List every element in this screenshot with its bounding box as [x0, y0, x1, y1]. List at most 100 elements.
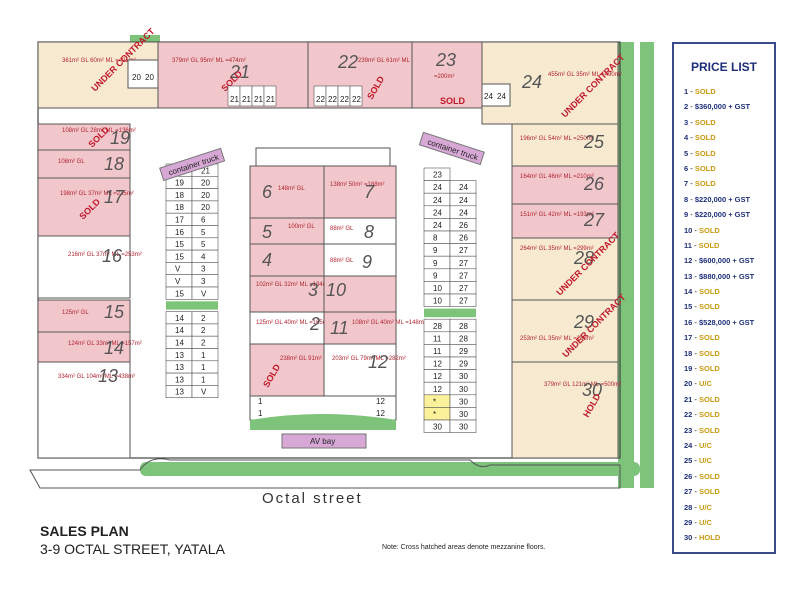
- left-bay-column: 1919181817161515VV1514141413131313212020…: [165, 163, 219, 398]
- car-bay-label: 24: [433, 221, 442, 230]
- unit-27-number: 27: [583, 210, 605, 230]
- av-bay-label: AV bay: [310, 437, 335, 446]
- price-list-item: 7 - SOLD: [684, 179, 716, 189]
- price-list-item: 20 - U/C: [684, 379, 712, 389]
- bay-20a: 20: [132, 73, 141, 82]
- unit-6-area: 148m² GL: [278, 186, 305, 192]
- unit-20-bays: [127, 59, 159, 89]
- landscape-front-strip: [140, 462, 640, 476]
- car-bay-label: 22: [316, 95, 325, 104]
- unit-10-number: 10: [326, 280, 346, 300]
- unit-13[interactable]: [37, 361, 131, 459]
- price-unit-number: 20: [684, 379, 693, 389]
- unit-7[interactable]: [323, 165, 397, 219]
- unit-27[interactable]: [511, 203, 619, 239]
- price-list-item: 4 - SOLD: [684, 133, 716, 143]
- av-bay: [281, 433, 367, 449]
- price-unit-status: SOLD: [694, 117, 716, 127]
- car-bay-label: 6: [201, 216, 206, 225]
- unit-30-number: 30: [582, 380, 602, 400]
- unit-18-area: 108m² GL: [58, 159, 85, 165]
- unit-26-area: 164m² GL 46m² ML =210m²: [520, 174, 594, 180]
- unit-8[interactable]: [323, 217, 397, 245]
- unit-21-number: 21: [229, 62, 250, 82]
- car-bay-label: 23: [433, 171, 442, 180]
- car-bay-label: 30: [459, 385, 468, 394]
- unit-7-number: 7: [364, 182, 375, 202]
- price-unit-number: 14: [684, 287, 693, 297]
- unit-16[interactable]: [37, 235, 131, 299]
- bay-24b: 24: [497, 92, 506, 101]
- container-truck-right-banner: [418, 131, 485, 166]
- unit-5-area: 100m² GL: [288, 224, 315, 230]
- price-unit-status: SOLD: [699, 394, 720, 404]
- price-unit-number: 10: [684, 225, 693, 235]
- unit-30[interactable]: [511, 361, 619, 459]
- price-unit-number: 18: [684, 348, 693, 358]
- street-name: Octal street: [262, 490, 363, 507]
- car-bay-label: V: [175, 265, 181, 274]
- price-list-item: 2 - $360,000 + GST: [684, 102, 751, 112]
- car-bay-label: 5: [201, 228, 206, 237]
- car-bay-label: 12: [433, 372, 442, 381]
- price-list-item: 26 - SOLD: [684, 471, 720, 481]
- price-unit-number: 11: [684, 240, 692, 250]
- unit-14[interactable]: [37, 331, 131, 363]
- bay-landscape-strip: [424, 308, 476, 318]
- unit-18[interactable]: [37, 149, 131, 179]
- car-bay: [191, 385, 219, 398]
- price-unit-status: SOLD: [694, 133, 716, 143]
- price-list-item: 17 - SOLD: [684, 333, 720, 343]
- unit-16-number: 16: [102, 246, 123, 266]
- price-list-item: 12 - $600,000 + GST: [684, 256, 755, 266]
- price-unit-number: 17: [684, 333, 693, 343]
- unit-23-area: =200m²: [434, 74, 455, 80]
- unit-29-area: 253m² GL 35m² ML =288m²: [520, 336, 594, 342]
- unit-4-number: 4: [262, 250, 272, 270]
- car-bay-label: 5: [201, 240, 206, 249]
- landscape-north-strip: [130, 35, 160, 44]
- price-list-item: 25 - U/C: [684, 456, 712, 466]
- unit-23[interactable]: [411, 41, 483, 109]
- unit-11[interactable]: [323, 311, 397, 345]
- car-bay-label: 29: [459, 347, 468, 356]
- unit-15-number: 15: [104, 302, 125, 322]
- price-unit-status: SOLD: [699, 287, 720, 297]
- landscape-east-strip: [618, 42, 634, 488]
- unit-4[interactable]: [249, 243, 325, 277]
- price-unit-status: U/C: [699, 502, 712, 512]
- car-bay-label: 27: [459, 246, 468, 255]
- price-unit-number: 29: [684, 517, 693, 527]
- unit-18-number: 18: [104, 154, 124, 174]
- price-list-item: 23 - SOLD: [684, 425, 720, 435]
- car-bay-label: *: [433, 397, 436, 406]
- unit-9[interactable]: [323, 243, 397, 277]
- unit-9-area: 88m² GL: [330, 258, 354, 264]
- car-bay-label: 24: [433, 183, 442, 192]
- unit-19[interactable]: [37, 123, 131, 151]
- car-bay-label: 30: [433, 423, 442, 432]
- unit-10[interactable]: [323, 275, 397, 313]
- unit-19-number: 19: [110, 128, 130, 148]
- unit-17[interactable]: [37, 177, 131, 237]
- unit-28-area: 264m² GL 35m² ML =299m²: [520, 246, 594, 252]
- car-bay-label: 15: [175, 240, 184, 249]
- unit-5[interactable]: [249, 217, 325, 245]
- unit-3[interactable]: [249, 275, 325, 313]
- unit-25[interactable]: [511, 123, 619, 167]
- car-bay-label: 30: [459, 372, 468, 381]
- unit-22-area: 239m² GL 61m² ML =300m²: [358, 58, 432, 64]
- price-unit-status: SOLD: [699, 410, 720, 420]
- unit-29-number: 29: [573, 312, 594, 332]
- car-bay-label: 28: [459, 334, 468, 343]
- unit-24-area: 455m² GL 35m² ML =490m²: [548, 72, 622, 78]
- price-unit-status: SOLD: [699, 425, 720, 435]
- unit-24[interactable]: [481, 41, 619, 125]
- car-bay-label: 24: [459, 208, 468, 217]
- car-bay-label: 24: [433, 208, 442, 217]
- unit-26[interactable]: [511, 165, 619, 205]
- unit-23-stamp: SOLD: [440, 96, 466, 106]
- bay-1a: 1: [258, 397, 263, 406]
